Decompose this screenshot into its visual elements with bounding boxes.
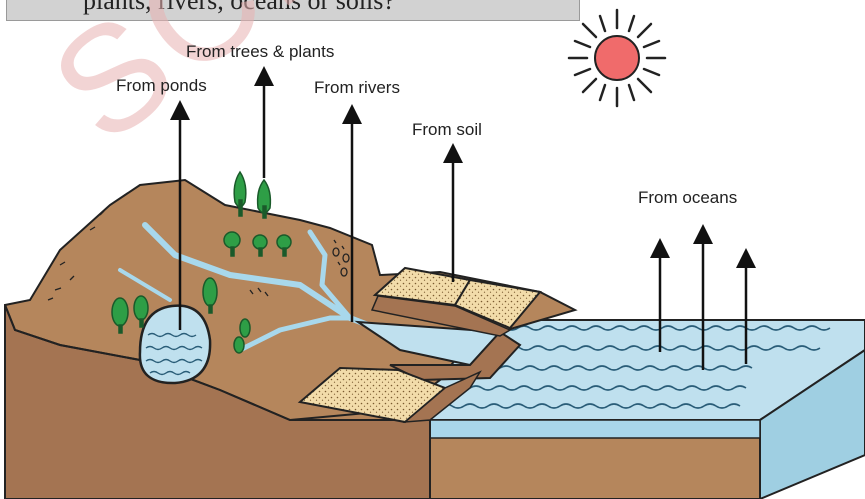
label-from-soil: From soil xyxy=(412,120,482,140)
label-from-oceans: From oceans xyxy=(638,188,737,208)
tree-icon xyxy=(234,337,244,353)
sun-icon xyxy=(569,10,665,106)
up-arrow-icon xyxy=(443,143,463,282)
tree-icon xyxy=(240,319,250,337)
label-from-trees-plants: From trees & plants xyxy=(186,42,334,62)
label-from-ponds: From ponds xyxy=(116,76,207,96)
pond xyxy=(140,306,210,383)
label-from-rivers: From rivers xyxy=(314,78,400,98)
up-arrow-icon xyxy=(254,66,274,178)
